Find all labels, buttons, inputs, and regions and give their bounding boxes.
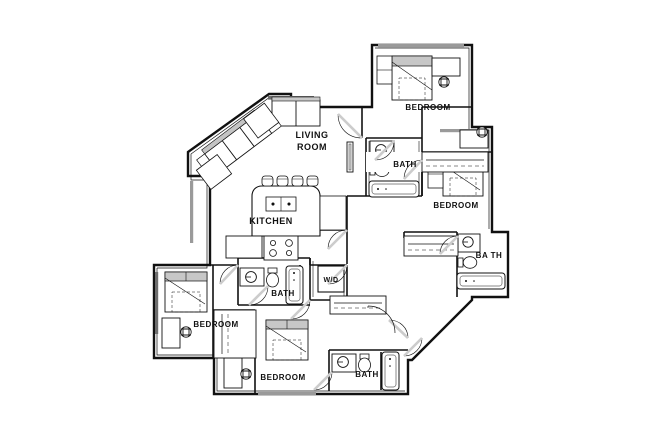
label-bath-kitchen: BATH: [271, 289, 295, 298]
desk-bottom-bedroom: [223, 357, 243, 389]
living-room-furniture: [195, 96, 321, 190]
label-bedroom-top: BEDROOM: [405, 103, 450, 112]
desk-top-bedroom: [431, 57, 461, 77]
bed-top-bedroom: [376, 55, 433, 101]
label-living-room-line1: LIVING: [295, 130, 328, 140]
bathtub-right-bath: [456, 272, 506, 290]
door-leafs: [219, 113, 459, 391]
window-bedroom-left: [155, 272, 159, 334]
sink-right-bath: [462, 236, 474, 248]
sink-kitchen-bath: [245, 271, 257, 283]
label-bedroom-right: BEDROOM: [433, 201, 478, 210]
bathtub-center-bath: [368, 180, 420, 198]
bath-bottom-fixtures: [331, 351, 400, 391]
bathtub-kitchen-bath: [285, 265, 304, 305]
armchair-living: [243, 102, 280, 139]
kitchen-sink: [265, 196, 297, 212]
exterior-walls: [152, 43, 510, 396]
desk-left-bedroom: [161, 317, 181, 349]
kitchen-range: [263, 235, 299, 261]
bath-kitchen-fixtures: [239, 265, 304, 305]
kitchen-counter-left: [225, 235, 263, 259]
window-living-left: [190, 181, 194, 243]
label-bedroom-left: BEDROOM: [193, 320, 238, 329]
label-bedroom-bottom: BEDROOM: [260, 373, 305, 382]
desk-chair-left: [180, 326, 192, 338]
label-bath-bottom: BATH: [355, 370, 379, 379]
armchair-living-2: [195, 154, 233, 190]
desks-and-chairs: [161, 57, 489, 389]
toilet-right-bath: [457, 256, 478, 269]
closets: [213, 151, 489, 359]
door-swings: [219, 113, 459, 391]
closet-bottom-bedroom: [213, 309, 257, 359]
desk-chair-right: [476, 126, 488, 138]
window-top-bedroom: [378, 44, 464, 48]
closet-right-upper: [421, 151, 489, 173]
bed-bottom-bedroom: [265, 319, 309, 361]
label-living-room-line2: ROOM: [297, 142, 327, 152]
toilet-kitchen-bath: [266, 267, 279, 288]
closet-right-lower: [403, 235, 459, 257]
toilet-bottom-bath: [358, 353, 371, 373]
entry-door: [367, 305, 396, 334]
desk-chair-top: [438, 76, 450, 88]
vanity-bottom-bath: [331, 353, 357, 373]
kitchen-fixtures: [225, 175, 347, 261]
closet-hall: [329, 295, 387, 315]
room-labels: LIVING ROOM KITCHEN BEDROOM BEDROOM BEDR…: [193, 103, 503, 382]
label-kitchen: KITCHEN: [249, 216, 293, 226]
washer-dryer-unit: [317, 265, 345, 293]
desk-chair-bottom: [240, 368, 252, 380]
pantry-closet: [319, 195, 347, 231]
label-washer-dryer: W/D: [323, 277, 338, 284]
bed-left-bedroom: [164, 271, 208, 313]
bathtub-bottom-bath: [381, 351, 400, 391]
bath-right-fixtures: [456, 233, 506, 290]
window-bedroom-bottom: [258, 392, 316, 395]
sink-bottom-bath: [337, 356, 349, 368]
bar-stools: [261, 175, 319, 187]
label-bath-right: BA TH: [476, 251, 503, 260]
vanity-kitchen-bath: [239, 267, 265, 287]
sofa-top: [271, 96, 321, 127]
label-bath-center: BATH: [393, 160, 417, 169]
